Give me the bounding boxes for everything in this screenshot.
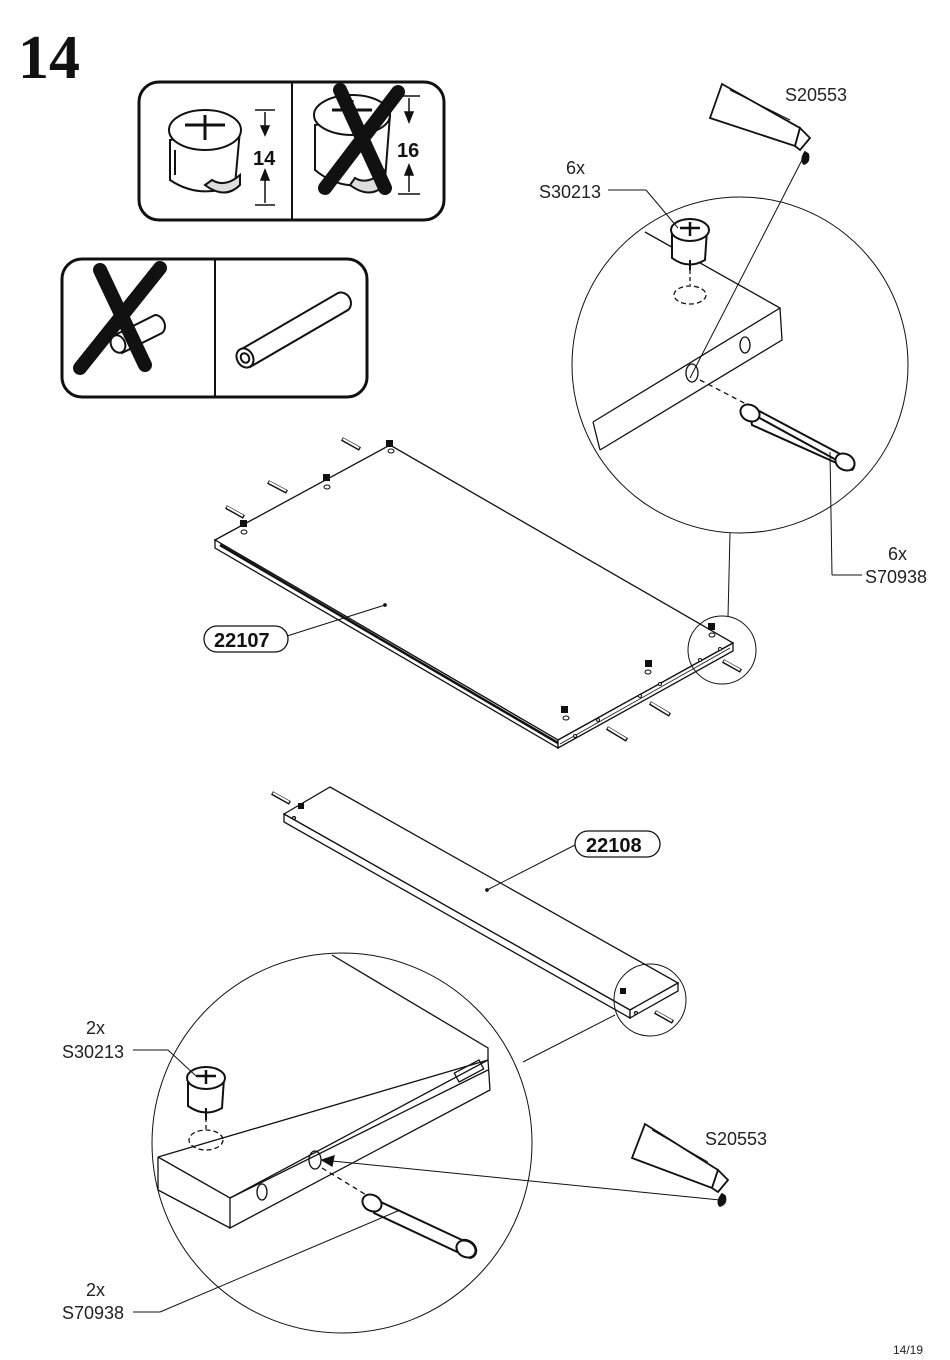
cam-lock-14-icon [168,109,242,194]
cam-lock-icon [670,218,710,270]
part-label-22107: 22107 [214,630,270,652]
top-dowel-code: S70938 [865,567,927,587]
cross-out-icon [73,261,167,375]
top-cam-qty: 6x [566,158,585,178]
step-number: 14 [18,24,80,92]
top-cam-code: S30213 [539,182,601,202]
dowel-icon [361,1193,478,1260]
cam-correct-size: 14 [253,148,276,170]
dowel-icon [739,403,856,472]
part-label-22108: 22108 [586,835,642,857]
bottom-glue-code: S20553 [705,1129,767,1149]
cross-out-icon [318,83,405,195]
long-dowel-icon [235,291,352,369]
top-dowel-qty: 6x [888,544,907,564]
dowel-panel [60,257,369,399]
panel-22108-drawing [271,786,687,1063]
glue-tube-icon [630,1122,730,1208]
top-detail-circle [571,159,909,576]
top-glue-code: S20553 [785,85,847,105]
cam-wrong-size: 16 [397,140,419,162]
panel-22107-drawing [213,437,757,750]
bottom-dowel-code: S70938 [62,1303,124,1323]
page-number: 14/19 [893,1343,923,1357]
cam-size-panel: 14 16 [137,80,446,222]
glue-tube-icon [708,82,812,166]
bottom-dowel-qty: 2x [86,1280,105,1300]
cam-lock-icon [186,1066,226,1120]
bottom-cam-code: S30213 [62,1042,124,1062]
bottom-detail-circle [133,952,721,1334]
bottom-cam-qty: 2x [86,1018,105,1038]
